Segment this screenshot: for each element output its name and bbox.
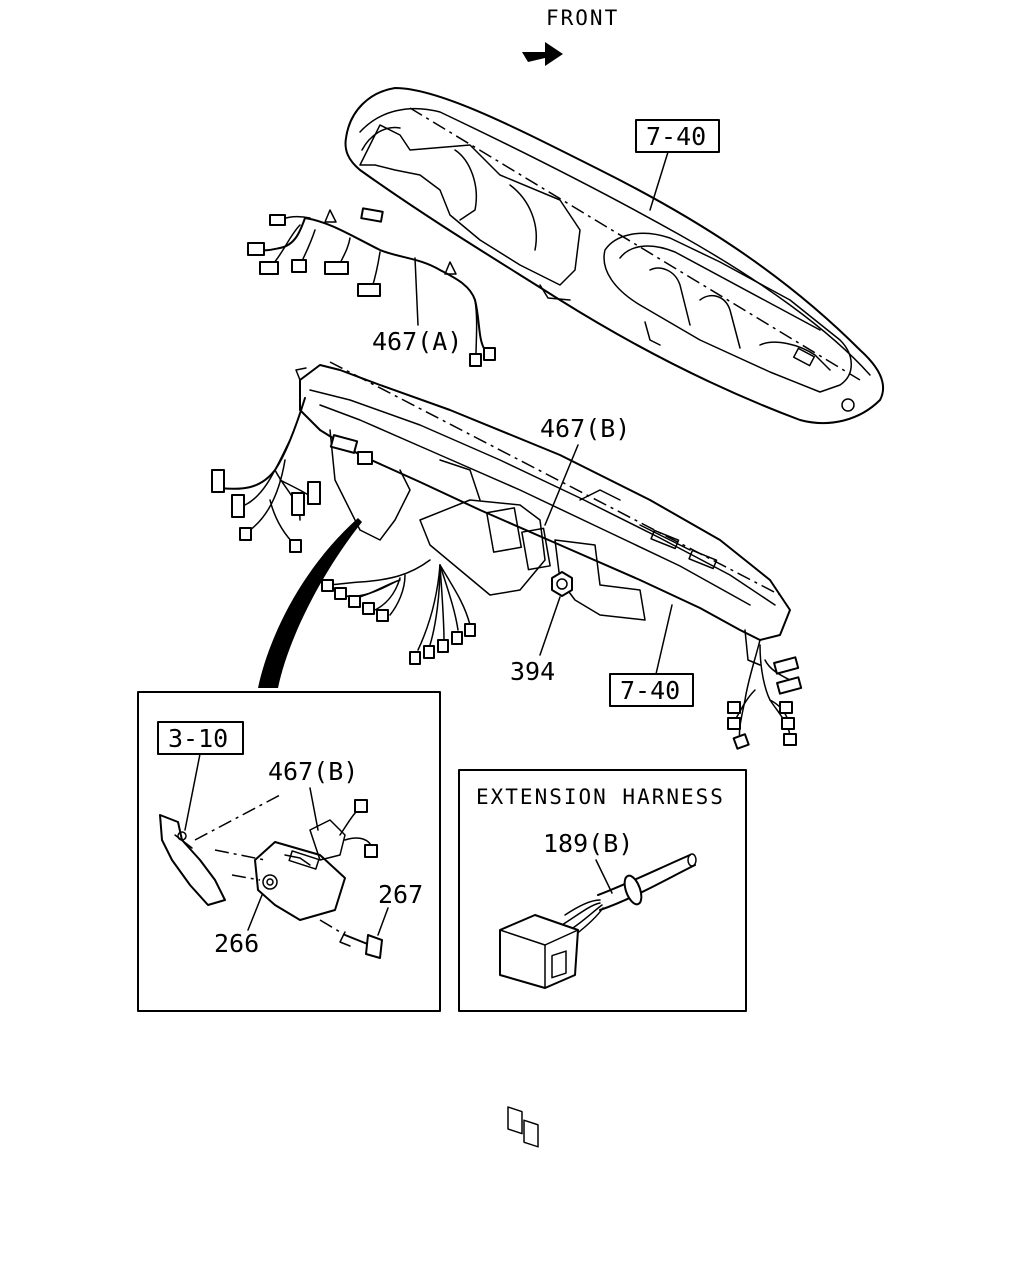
bracket-label: 266 xyxy=(214,929,259,958)
harness-b xyxy=(211,397,803,750)
harness-a-label: 467(A) xyxy=(372,327,462,356)
front-label: FRONT xyxy=(546,6,619,30)
harness-b-label: 467(B) xyxy=(540,414,630,443)
bracket-assembly xyxy=(159,794,383,959)
nut-icon xyxy=(551,571,573,597)
arrow-right-icon xyxy=(522,42,563,66)
ref-box-lower xyxy=(609,673,694,707)
extension-harness-title: EXTENSION HARNESS xyxy=(476,785,725,809)
detail-box xyxy=(137,691,441,1012)
harness-a xyxy=(247,207,496,367)
detail-harness-b-label: 467(B) xyxy=(268,757,358,786)
detail-callout-pointer xyxy=(258,518,362,688)
detail-ref-label: 3-10 xyxy=(168,724,228,753)
extension-harness-connector xyxy=(499,853,697,1148)
extension-harness-box xyxy=(458,769,747,1012)
detail-ref-box xyxy=(157,721,244,755)
ref-lower-label: 7-40 xyxy=(620,676,680,705)
ref-box-upper xyxy=(635,119,720,153)
dashboard-upper-panel xyxy=(344,87,885,424)
dashboard-lower-frame xyxy=(295,361,791,666)
nut-label: 394 xyxy=(510,657,555,686)
extension-part-label: 189(B) xyxy=(543,829,633,858)
bolt-label: 267 xyxy=(378,880,423,909)
ref-upper-label: 7-40 xyxy=(646,122,706,151)
